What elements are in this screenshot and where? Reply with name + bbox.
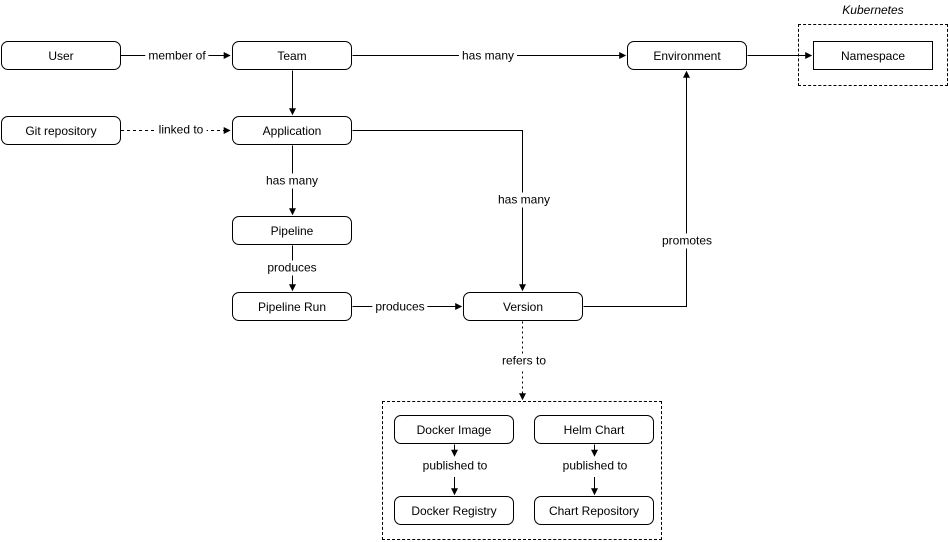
edge-label-published-to-docker: published to bbox=[419, 458, 491, 474]
artifacts-group bbox=[382, 401, 662, 540]
node-helm-chart: Helm Chart bbox=[534, 415, 654, 444]
node-namespace: Namespace bbox=[813, 41, 933, 70]
node-version: Version bbox=[463, 292, 583, 321]
edge-label-produces-pipeline: produces bbox=[264, 260, 320, 276]
node-docker-image: Docker Image bbox=[394, 415, 514, 444]
edge-label-refers-to: refers to bbox=[498, 353, 550, 369]
node-pipeline: Pipeline bbox=[232, 216, 352, 245]
kubernetes-group-label: Kubernetes bbox=[842, 3, 904, 17]
node-docker-registry: Docker Registry bbox=[394, 496, 514, 525]
node-pipeline-run: Pipeline Run bbox=[232, 292, 352, 321]
node-user: User bbox=[1, 41, 121, 70]
edge-label-has-many-application-version: has many bbox=[494, 192, 554, 208]
node-environment: Environment bbox=[627, 41, 747, 70]
edge-application-version bbox=[352, 130, 526, 292]
edge-label-published-to-helm: published to bbox=[559, 458, 631, 474]
edge-label-promotes: promotes bbox=[658, 233, 716, 249]
edge-label-member-of: member of bbox=[145, 48, 209, 64]
edge-version-environment bbox=[583, 70, 690, 307]
node-team: Team bbox=[232, 41, 352, 70]
node-application: Application bbox=[232, 116, 352, 145]
kubernetes-group bbox=[798, 24, 948, 86]
edge-label-produces-pipeline-run: produces bbox=[372, 299, 428, 315]
edge-label-has-many-team-environment: has many bbox=[458, 48, 518, 64]
edge-label-linked-to: linked to bbox=[155, 122, 207, 138]
node-git-repository: Git repository bbox=[1, 116, 121, 145]
node-chart-repository: Chart Repository bbox=[534, 496, 654, 525]
edge-label-has-many-application-pipeline: has many bbox=[262, 173, 322, 189]
